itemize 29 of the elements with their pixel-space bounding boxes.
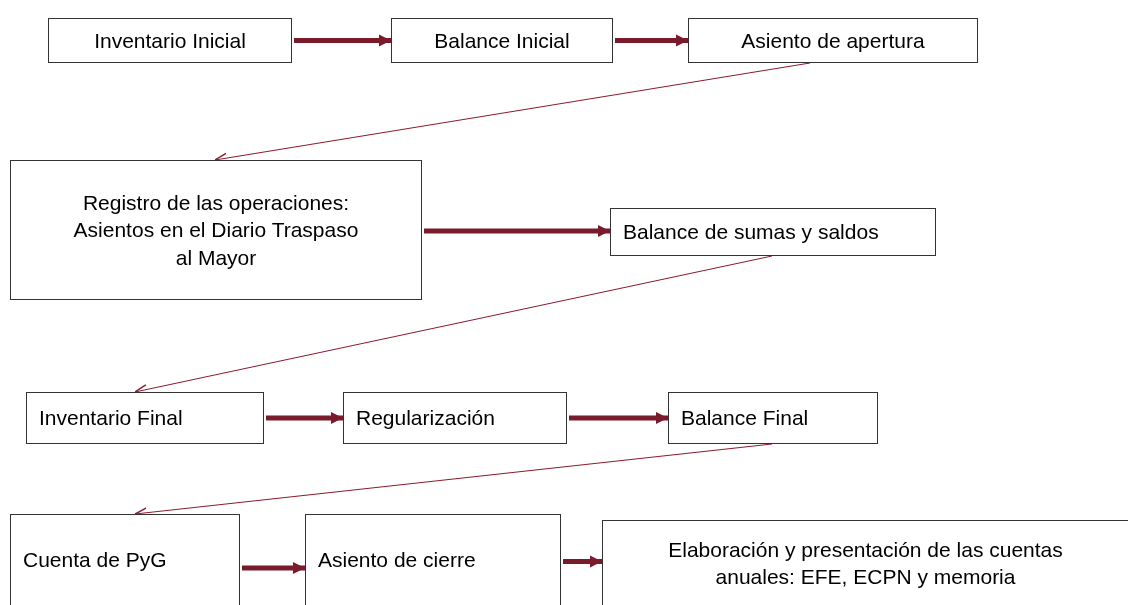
arrow — [424, 225, 610, 237]
process-box — [602, 520, 1128, 605]
process-box — [391, 18, 613, 63]
box-label: Inventario Inicial — [94, 27, 246, 54]
process-box — [688, 18, 978, 63]
process-box — [668, 392, 878, 444]
box-label: Regularización — [356, 405, 495, 432]
arrow — [242, 562, 305, 574]
box-label: Balance Inicial — [434, 27, 570, 54]
process-box — [610, 208, 936, 256]
box-label: Balance Final — [681, 405, 809, 432]
box-label: Asiento de apertura — [741, 27, 925, 54]
arrow — [563, 555, 602, 568]
arrow — [266, 412, 343, 424]
process-box — [10, 160, 422, 300]
arrow — [569, 412, 668, 424]
process-box — [10, 514, 240, 605]
arrow — [615, 34, 688, 47]
box-label: Cuenta de PyG — [23, 547, 167, 574]
box-label: Balance de sumas y saldos — [623, 219, 879, 246]
process-box — [48, 18, 292, 63]
box-label: Elaboración y presentación de las cuentas anuales: EFE, ECPN y memoria — [667, 536, 1064, 590]
box-label: Registro de las operaciones: Asientos en el Diario Traspaso al Mayor — [72, 190, 360, 271]
arrow — [294, 34, 391, 47]
box-label: Asiento de cierre — [318, 547, 476, 574]
process-box — [26, 392, 264, 444]
box-label: Inventario Final — [39, 405, 183, 432]
process-box — [305, 514, 561, 605]
process-box — [343, 392, 567, 444]
